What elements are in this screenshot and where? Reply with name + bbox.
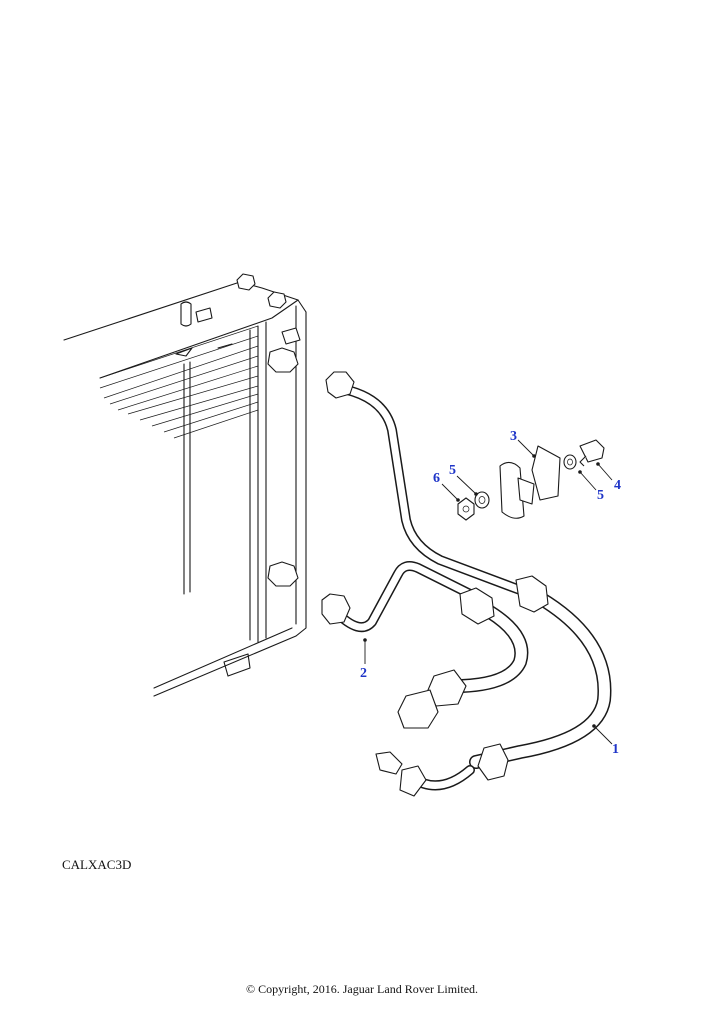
washer-lower xyxy=(474,491,490,509)
washer-upper xyxy=(563,454,577,470)
callout-3: 3 xyxy=(510,429,517,444)
callout-2: 2 xyxy=(360,666,367,681)
cooler-pipe-1 xyxy=(325,371,612,797)
nut xyxy=(457,497,475,521)
copyright-notice: © Copyright, 2016. Jaguar Land Rover Lim… xyxy=(245,982,479,996)
callout-4: 4 xyxy=(614,478,621,493)
reference-code: CALXAC3D xyxy=(62,857,132,872)
callout-6: 6 xyxy=(433,471,440,486)
callout-5-washer-lower: 5 xyxy=(449,463,456,478)
cooler-pipe-2 xyxy=(321,561,529,729)
pipe-clip xyxy=(499,445,561,519)
radiator xyxy=(63,273,307,697)
callout-5-washer-upper: 5 xyxy=(597,488,604,503)
leader-lines xyxy=(363,439,613,745)
bolt xyxy=(579,439,605,467)
callout-1: 1 xyxy=(612,742,619,757)
